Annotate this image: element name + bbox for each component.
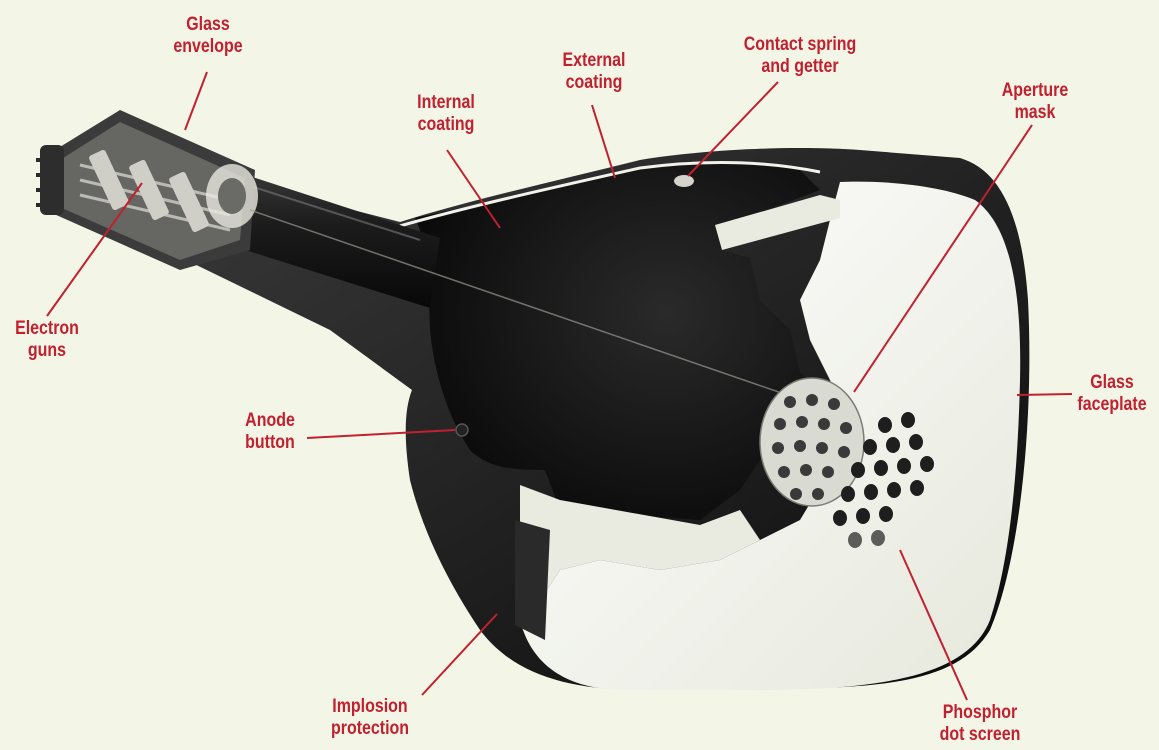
anode-button — [456, 424, 468, 436]
label-electron-guns: Electron guns — [3, 318, 90, 362]
label-anode-button-line1: Anode — [230, 410, 311, 432]
label-implosion-protection: Implosion protection — [320, 696, 421, 740]
label-internal-coating: Internal coating — [402, 92, 489, 136]
label-glass-faceplate-line2: faceplate — [1070, 394, 1154, 416]
implosion-band — [515, 520, 550, 640]
label-anode-button-line2: button — [230, 432, 311, 454]
label-external-coating-line1: External — [550, 50, 637, 72]
label-external-coating-line2: coating — [550, 72, 637, 94]
label-aperture-mask: Aperture mask — [991, 80, 1078, 124]
leader-glass-faceplate — [1017, 394, 1072, 395]
label-electron-guns-line1: Electron — [3, 318, 90, 340]
label-phosphor-screen-line1: Phosphor — [930, 702, 1031, 724]
label-aperture-mask-line2: mask — [991, 102, 1078, 124]
label-glass-faceplate-line1: Glass — [1070, 372, 1154, 394]
label-contact-spring-line2: and getter — [737, 56, 863, 78]
label-external-coating: External coating — [550, 50, 637, 94]
electron-gun-assembly — [36, 110, 258, 270]
label-contact-spring-line1: Contact spring — [737, 34, 863, 56]
label-implosion-protection-line2: protection — [320, 718, 421, 740]
label-anode-button: Anode button — [230, 410, 311, 454]
label-implosion-protection-line1: Implosion — [320, 696, 421, 718]
label-phosphor-screen: Phosphor dot screen — [930, 702, 1031, 746]
label-glass-envelope-line2: envelope — [164, 36, 251, 58]
leader-implosion-protection — [422, 614, 497, 695]
label-internal-coating-line2: coating — [402, 114, 489, 136]
label-internal-coating-line1: Internal — [402, 92, 489, 114]
label-electron-guns-line2: guns — [3, 340, 90, 362]
leader-external-coating — [592, 105, 615, 178]
leader-glass-envelope — [185, 72, 207, 130]
label-aperture-mask-line1: Aperture — [991, 80, 1078, 102]
label-glass-faceplate: Glass faceplate — [1070, 372, 1154, 416]
label-contact-spring: Contact spring and getter — [737, 34, 863, 78]
label-glass-envelope: Glass envelope — [164, 14, 251, 58]
label-glass-envelope-line1: Glass — [164, 14, 251, 36]
label-phosphor-screen-line2: dot screen — [930, 724, 1031, 746]
contact-spring — [674, 175, 694, 187]
